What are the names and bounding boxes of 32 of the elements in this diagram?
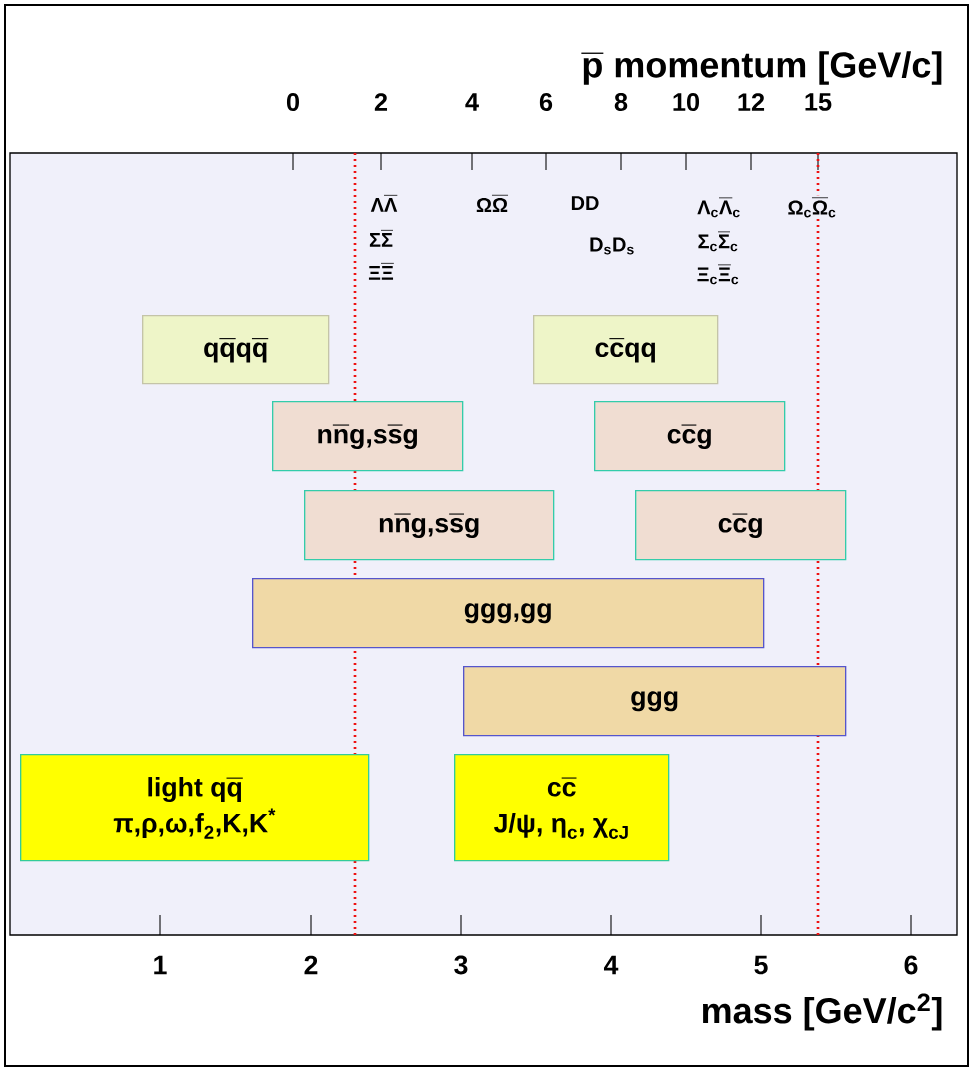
tick-label: 8: [614, 93, 628, 111]
state-box: $\text{c}\overline{\text{c}}\text{qq}$: [533, 315, 719, 385]
tick-label: 2: [304, 955, 318, 975]
tick-label: 10: [673, 93, 700, 111]
particle-label: $\text{Λ}\overline{\text{Λ}}$: [369, 192, 399, 214]
tick-label: 3: [454, 955, 468, 975]
tick-label: 4: [604, 955, 619, 975]
tick-label: 12: [738, 93, 765, 111]
axis-title: $\overline{\text{p}}\text{ momentum [GeV/c]}$: [581, 51, 942, 85]
tick-label: 6: [904, 955, 918, 975]
particle-label: $\text{Ξ}_{\text{c}}\overline{\text{Ξ}}_{\text{c}}$: [695, 262, 741, 286]
state-box: $\text{c}\overline{\text{c}}$ $\text{J/ψ, η}_{\text{c}}\text{, χ}_{\text{cJ}}$: [454, 754, 670, 862]
tick-label: 1: [154, 955, 167, 975]
state-box: $\text{ggg}$: [463, 666, 847, 737]
tick-label: 5: [754, 955, 768, 975]
tick-label: 0: [286, 93, 299, 111]
state-box: $\text{q}\overline{\text{q}}\text{q}\overline{\text{q}}$: [142, 315, 330, 385]
tick-label: 4: [465, 93, 479, 111]
state-box: $\text{n}\overline{\text{n}}\text{g,s}\overline{\text{s}}\text{g}$: [272, 401, 464, 472]
particle-label: $\text{Σ}_{\text{c}}\overline{\text{Σ}}_{\text{c}}$: [696, 229, 740, 253]
state-box: $\text{c}\overline{\text{c}}\text{g}$: [635, 490, 847, 561]
particle-label: $\text{Λ}_{\text{c}}\overline{\text{Λ}}_{\text{c}}$: [695, 195, 743, 219]
tick-label: 15: [805, 93, 832, 111]
tick-label: 6: [539, 93, 553, 111]
state-box: $\text{c}\overline{\text{c}}\text{g}$: [594, 401, 786, 472]
particle-label: $\text{Ω}_{\text{c}}\overline{\text{Ω}}_{\text{c}}$: [786, 195, 838, 219]
axis-title: mass [GeV/c$^{2}$]: [703, 993, 942, 1031]
state-box: $\text{ggg,gg}$: [252, 578, 765, 649]
particle-label: $\text{D}_{\text{s}}\text{D}_{\text{s}}$: [587, 236, 637, 256]
state-box: $\text{light q}\overline{\text{q}}$ $\text{π,ρ,ω,f}_{\text{2}}\text{,K,K}^{\text{*}}$: [20, 754, 370, 862]
tick-label: 2: [374, 93, 388, 111]
state-box: $\text{n}\overline{\text{n}}\text{g,s}\overline{\text{s}}\text{g}$: [304, 490, 555, 561]
